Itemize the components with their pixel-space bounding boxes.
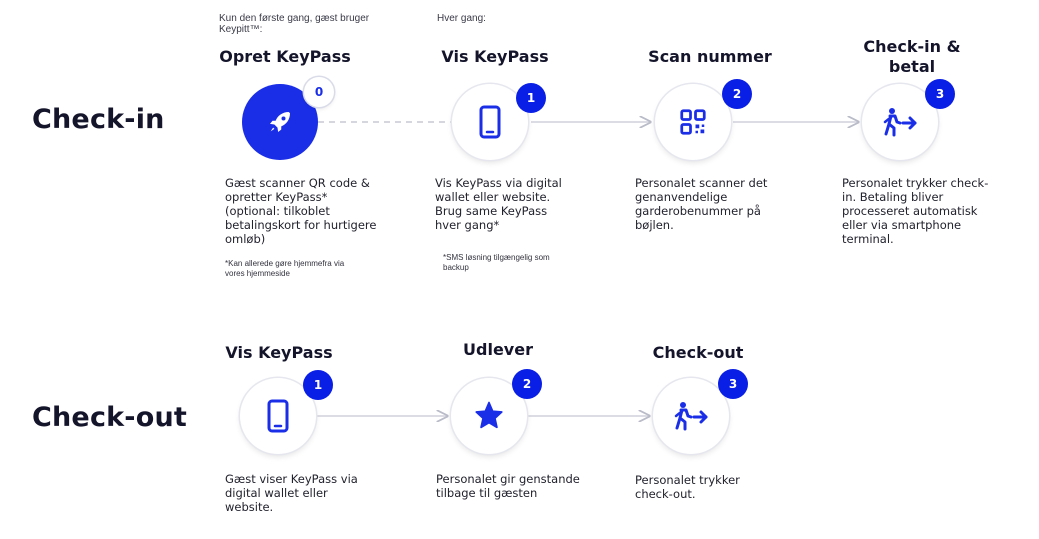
- qr-code-icon: [680, 109, 706, 135]
- step-badge: 3: [718, 369, 748, 399]
- step-circle: [452, 84, 528, 160]
- step-description: Personalet trykker check-in. Betaling bl…: [842, 176, 989, 246]
- step-title: Scan nummer: [648, 47, 772, 66]
- step-description: Gæst viser KeyPass via digital wallet el…: [225, 472, 358, 514]
- step-title: Vis KeyPass: [225, 343, 333, 362]
- step-description: Personalet gir genstande tilbage til gæs…: [436, 472, 580, 500]
- step-footnote: *Kan allerede gøre hjemmefra via vores h…: [225, 259, 345, 278]
- checkout-section-label: Check-out: [32, 402, 187, 433]
- step-badge: 1: [303, 370, 333, 400]
- step-description: Personalet scanner det genanvendelige ga…: [635, 176, 768, 232]
- star-icon: [475, 401, 503, 429]
- step-description: Vis KeyPass via digital wallet eller web…: [435, 176, 562, 232]
- step-description: Gæst scanner QR code & opretter KeyPass*…: [225, 176, 377, 246]
- step-title: Check-in & betal: [863, 37, 961, 76]
- step-badge: 2: [722, 79, 752, 109]
- step-description: Personalet trykker check-out.: [635, 473, 740, 501]
- walk-exit-icon: [674, 402, 708, 431]
- phone-icon: [267, 399, 289, 433]
- step-footnote: *SMS løsning tilgængelig som backup: [443, 253, 550, 272]
- first-time-note: Kun den første gang, gæst bruger Keypitt…: [219, 13, 370, 35]
- rocket-icon: [270, 112, 290, 132]
- step-badge: 1: [516, 83, 546, 113]
- step-badge: 0: [304, 77, 334, 107]
- step-circle: [655, 84, 731, 160]
- every-time-note: Hver gang:: [437, 13, 486, 24]
- checkin-section-label: Check-in: [32, 104, 165, 135]
- step-title: Check-out: [652, 343, 744, 362]
- walk-exit-icon: [883, 108, 917, 137]
- step-title: Opret KeyPass: [219, 47, 351, 66]
- step-title: Udlever: [463, 340, 533, 359]
- step-badge: 3: [925, 79, 955, 109]
- step-title: Vis KeyPass: [441, 47, 549, 66]
- phone-icon: [479, 105, 501, 139]
- step-circle: [653, 378, 729, 454]
- step-badge: 2: [512, 369, 542, 399]
